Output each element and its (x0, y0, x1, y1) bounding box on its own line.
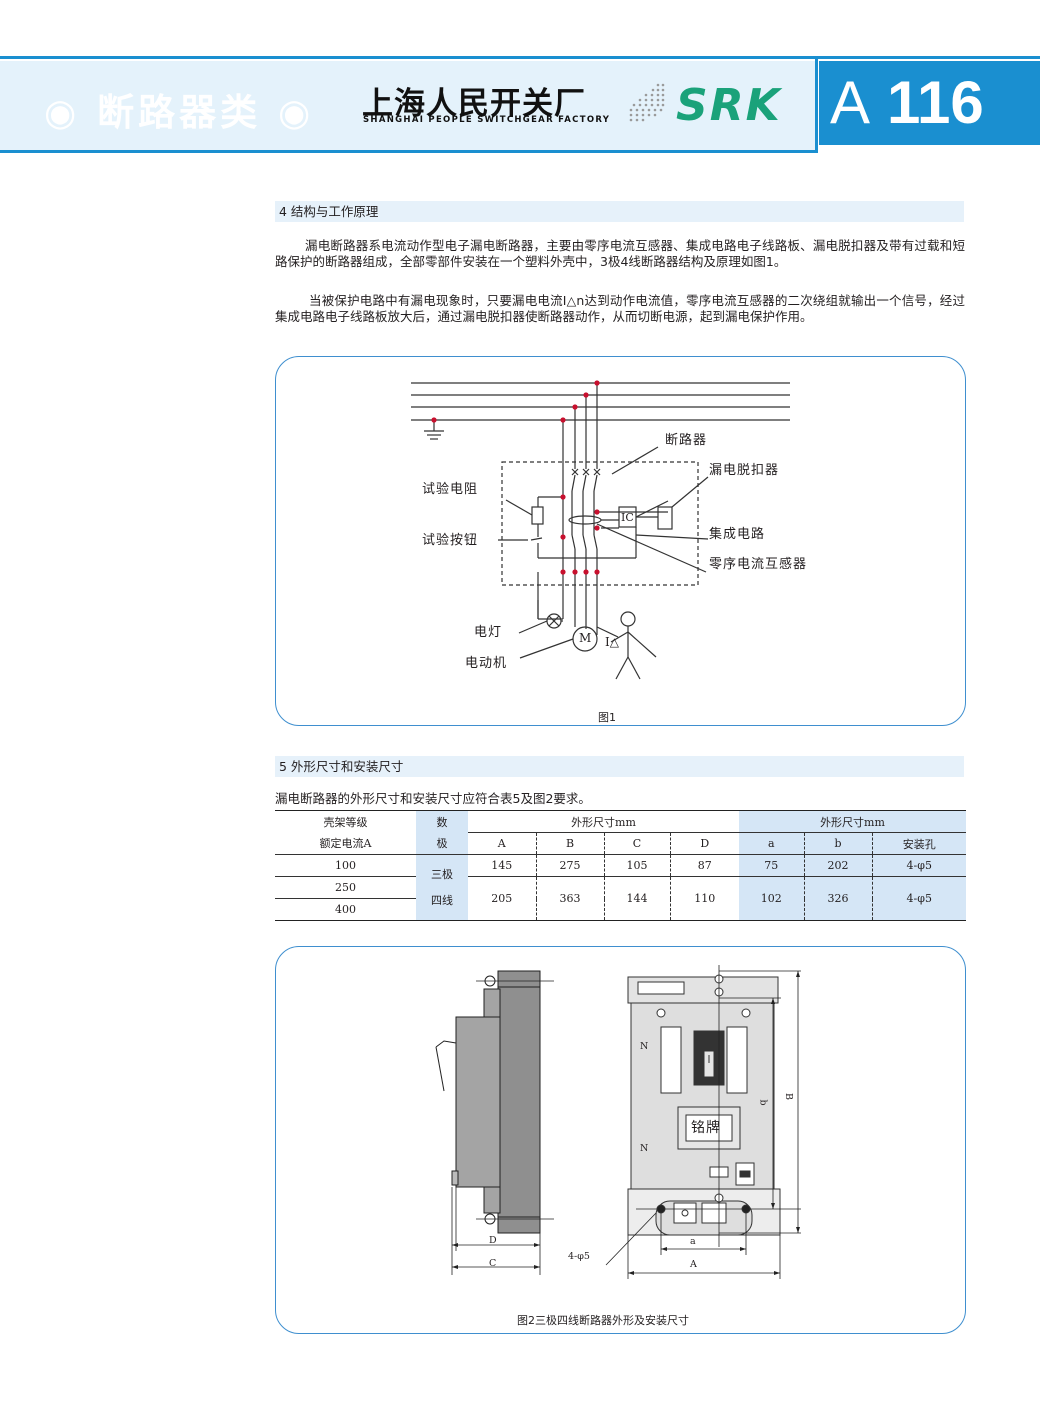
mounting-holes-label: 4-φ5 (568, 1251, 590, 1262)
cell-A: 205 (491, 892, 513, 905)
section-5-intro: 漏电断路器的外形尺寸和安装尺寸应符合表5及图2要求。 (275, 791, 591, 806)
cell-B: 363 (535, 876, 604, 921)
cell-b: 326 (803, 876, 872, 921)
label-lamp: 电灯 (474, 625, 503, 640)
current-cell: 100 (335, 859, 356, 872)
table-header-row-1: 壳架等级 数 外形尺寸mm 外形尺寸mm (275, 810, 966, 833)
category-title: ◉ 断路器类 ◉ (44, 91, 315, 134)
dimension-D-label: D (489, 1235, 497, 1246)
dimension-C-label: C (489, 1258, 497, 1269)
figure-2-panel: N N 铭牌 D C a A b B 4-φ5 图2三极四线断路器外形及安装尺寸 (275, 946, 966, 1334)
col-holes: 安装孔 (871, 832, 966, 855)
cell-a: 102 (739, 876, 804, 921)
cell-C: 105 (603, 854, 670, 877)
label-breaker: 断路器 (665, 433, 708, 448)
figure-2-caption: 图2三极四线断路器外形及安装尺寸 (517, 1314, 689, 1327)
dimension-b-label: b (757, 1099, 769, 1106)
label-test-resistor: 试验电阻 (422, 482, 479, 497)
col-D: D (669, 832, 739, 855)
motor-symbol: M (579, 631, 592, 645)
page-prefix: A (830, 69, 871, 136)
table-row: 100 三极四线 145 275 105 87 75 202 4-φ5 (275, 854, 966, 921)
current-cell: 250 (335, 881, 356, 894)
header-band (0, 61, 815, 151)
page-number-box (819, 61, 1040, 145)
neutral-label-top: N (640, 1041, 649, 1052)
label-test-button: 试验按钮 (422, 533, 479, 548)
cell-holes: 4-φ5 (871, 854, 966, 877)
label-zero-sequence-ct: 零序电流互感器 (709, 557, 808, 572)
header-rated-current: 额定电流A (319, 837, 372, 851)
label-motor: 电动机 (465, 656, 508, 671)
page-header: ◉ 断路器类 ◉ 上海人民开关厂 SHANGHAI PEOPLE SWITCHG… (0, 56, 1040, 154)
cell-A: 145 (491, 859, 513, 872)
label-integrated-circuit: 集成电路 (709, 527, 766, 542)
srk-logo: SRK (676, 80, 782, 131)
dimension-table: 壳架等级 数 外形尺寸mm 外形尺寸mm 额定电流A 极 A B C D a b… (275, 810, 966, 921)
figure-1-panel: 断路器 漏电脱扣器 试验电阻 试验按钮 集成电路 零序电流互感器 电灯 电动机 … (275, 356, 966, 726)
header-frame-rating: 壳架等级 (323, 815, 368, 829)
poles-cell: 三极四线 (416, 854, 468, 921)
dimension-a-label: a (690, 1236, 696, 1247)
header-mounting-dimensions: 外形尺寸mm (739, 810, 966, 833)
neutral-label-bottom: N (640, 1143, 649, 1154)
poles-four-wire: 四线 (431, 893, 453, 907)
col-b: b (803, 832, 872, 855)
section-5-title: 5 外形尺寸和安装尺寸 (279, 759, 404, 774)
table-row: 250 205 363 144 110 102 326 4-φ5 (275, 876, 966, 921)
section-5-heading: 5 外形尺寸和安装尺寸 (275, 756, 964, 777)
col-A: A (497, 837, 506, 850)
nameplate-label: 铭牌 (691, 1120, 721, 1136)
col-a: a (739, 832, 804, 855)
current-cell: 400 (335, 903, 356, 916)
section-4-heading: 4 结构与工作原理 (275, 201, 964, 222)
ic-box-label: IC (621, 511, 634, 524)
col-C: C (603, 832, 670, 855)
cell-a: 75 (739, 854, 804, 877)
table-header-row-2: 额定电流A 极 A B C D a b 安装孔 (275, 832, 966, 855)
cell-D: 87 (669, 854, 739, 877)
section-4-paragraph-1: 漏电断路器系电流动作型电子漏电断路器，主要由零序电流互感器、集成电路电子线路板、… (275, 238, 965, 269)
cell-C: 144 (603, 876, 670, 921)
label-trip-device: 漏电脱扣器 (709, 463, 780, 478)
brand-name: 上海人民开关厂 (362, 86, 586, 122)
header-poles-1: 数 (416, 810, 468, 833)
section-4-paragraph-2: 当被保护电路中有漏电现象时，只要漏电电流I△n达到动作电流值，零序电流互感器的二… (275, 293, 965, 324)
leakage-breaker-circuit-diagram (411, 380, 790, 680)
poles-three: 三极 (431, 867, 453, 881)
cell-b: 202 (803, 854, 872, 877)
logo-dots-icon (629, 83, 665, 122)
leakage-current-symbol: I△ (605, 635, 619, 649)
outline-dimension-drawing (435, 965, 801, 1279)
header-outline-dimensions: 外形尺寸mm (468, 810, 739, 833)
header-top-rule (0, 56, 1040, 59)
cell-D: 110 (669, 876, 739, 921)
dimension-A-label: A (690, 1259, 697, 1270)
cell-B: 275 (535, 854, 604, 877)
header-poles-2: 极 (416, 832, 468, 855)
cell-holes: 4-φ5 (871, 876, 966, 921)
header-bottom-rule (0, 150, 818, 153)
col-B: B (535, 832, 604, 855)
dimension-B-label: B (782, 1093, 794, 1100)
figure-1-caption: 图1 (598, 711, 616, 724)
brand-name-english: SHANGHAI PEOPLE SWITCHGEAR FACTORY (363, 115, 611, 125)
section-4-title: 4 结构与工作原理 (279, 204, 379, 219)
header-divider (815, 56, 818, 153)
page-number: 116 (887, 69, 984, 136)
